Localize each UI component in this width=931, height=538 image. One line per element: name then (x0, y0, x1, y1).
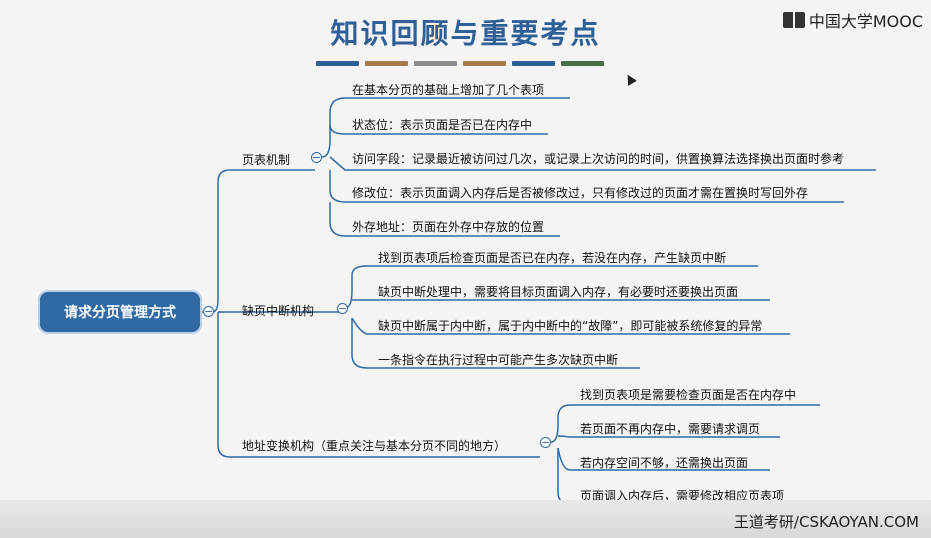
branch-item[interactable]: 访问字段：记录最近被访问过几次，或记录上次访问的时间，供置换算法选择换出页面时参… (352, 152, 845, 166)
slide-title: 知识回顾与重要考点 (330, 17, 601, 50)
branch-item[interactable]: 状态位：表示页面是否已在内存中 (352, 118, 533, 132)
branch-item[interactable]: 若页面不再内存中，需要请求调页 (580, 422, 761, 436)
decor-bars (316, 61, 604, 66)
branch-page-table[interactable]: 页表机制 (242, 153, 291, 167)
branch-item[interactable]: 找到页表项是需要检查页面是否在内存中 (580, 388, 797, 402)
branch-item[interactable]: 缺页中断属于内中断，属于内中断中的“故障”，即可能被系统修复的异常 (378, 319, 763, 333)
collapse-icon[interactable]: − (203, 305, 214, 318)
branch-item[interactable]: 找到页表项后检查页面是否已在内存，若没在内存，产生缺页中断 (378, 251, 727, 265)
branch-address-translation[interactable]: 地址变换机构（重点关注与基本分页不同的地方） (242, 439, 507, 453)
branch-item[interactable]: 修改位：表示页面调入内存后是否被修改过，只有修改过的页面才需在置换时写回外存 (352, 186, 809, 200)
decor-bar (316, 61, 359, 66)
collapse-icon[interactable]: − (540, 436, 551, 449)
book-icon (782, 12, 805, 28)
decor-bar (365, 61, 408, 66)
mindmap-root[interactable]: 请求分页管理方式 (40, 292, 200, 332)
decor-bar (561, 61, 604, 66)
branch-item[interactable]: 若内存空间不够，还需换出页面 (580, 456, 749, 470)
decor-bar (414, 61, 457, 66)
collapse-icon[interactable]: − (337, 302, 348, 315)
branch-page-fault[interactable]: 缺页中断机构 (242, 304, 315, 318)
decor-bar (512, 61, 555, 66)
branch-item[interactable]: 缺页中断处理中，需要将目标页面调入内存，有必要时还要换出页面 (378, 285, 739, 299)
branch-item[interactable]: 外存地址：页面在外存中存放的位置 (352, 220, 545, 234)
footer-bar (0, 500, 931, 538)
branch-item[interactable]: 页面调入内存后，需要修改相应页表项 (580, 489, 785, 503)
logo-text: 中国大学MOOC (808, 12, 923, 31)
collapse-icon[interactable]: − (311, 151, 322, 164)
decor-bar (463, 61, 506, 66)
branch-item[interactable]: 在基本分页的基础上增加了几个表项 (352, 83, 545, 97)
watermark: 王道考研/CSKAOYAN.COM (733, 513, 919, 531)
mooc-logo: 中国大学MOOC (782, 8, 923, 32)
branch-item[interactable]: 一条指令在执行过程中可能产生多次缺页中断 (378, 353, 619, 367)
